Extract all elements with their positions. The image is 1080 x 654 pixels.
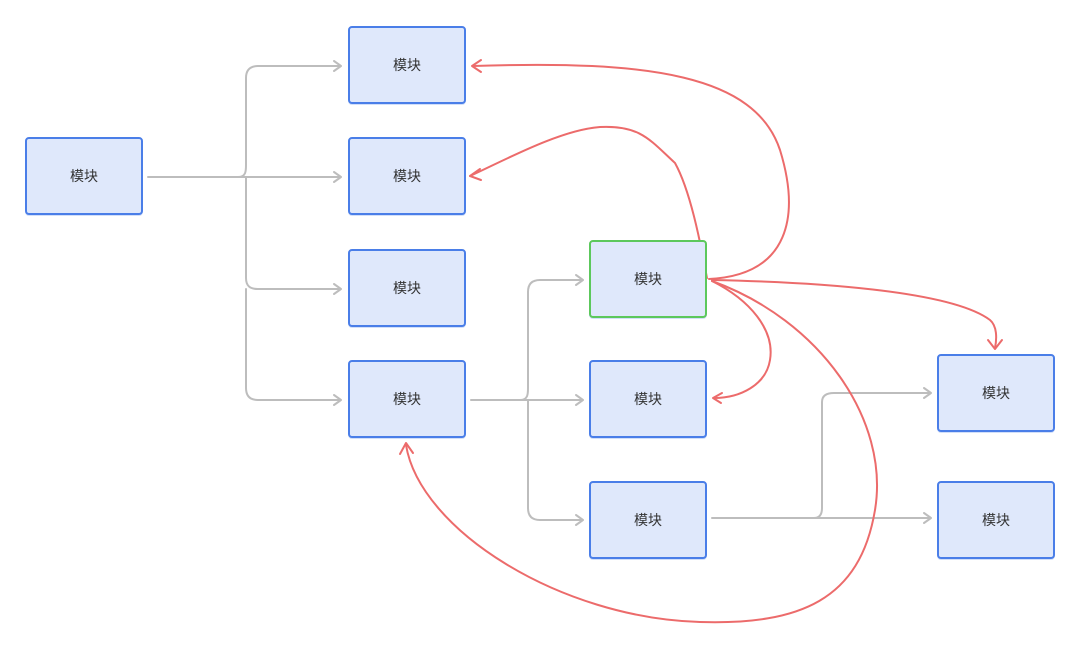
relation-c1-to-c2 (711, 280, 772, 399)
connector-root-to-b1 (237, 65, 341, 178)
arrowhead (712, 392, 723, 404)
arrowhead (471, 59, 482, 73)
connector-c3-to-d1 (813, 392, 931, 519)
node-label: 模块 (393, 392, 421, 408)
arrowhead (923, 387, 932, 399)
node-b2[interactable]: 模块 (348, 137, 466, 215)
node-label: 模块 (393, 281, 421, 297)
relation-c1-to-b4 (405, 280, 878, 624)
node-label: 模块 (634, 392, 662, 408)
node-b3[interactable]: 模块 (348, 249, 466, 327)
connector-b4-to-c1 (519, 279, 583, 401)
connector-root-to-b4 (245, 288, 341, 401)
arrowhead (575, 514, 584, 526)
arrowhead (575, 274, 584, 286)
arrowhead (333, 60, 342, 72)
relation-c1-to-b1 (472, 63, 790, 280)
connector-root-to-b3 (245, 176, 341, 290)
node-label: 模块 (70, 169, 98, 185)
arrowhead (923, 512, 932, 524)
node-label: 模块 (634, 513, 662, 529)
arrowhead (333, 283, 342, 295)
node-b4[interactable]: 模块 (348, 360, 466, 438)
node-c1-selected[interactable]: 模块 (589, 240, 707, 318)
node-d2[interactable]: 模块 (937, 481, 1055, 559)
node-label: 模块 (634, 272, 662, 288)
arrowhead (469, 168, 482, 181)
node-c2[interactable]: 模块 (589, 360, 707, 438)
connector-b4-to-c3 (527, 399, 583, 521)
node-root[interactable]: 模块 (25, 137, 143, 215)
node-label: 模块 (982, 513, 1010, 529)
node-label: 模块 (393, 58, 421, 74)
arrowhead (333, 171, 342, 183)
arrowhead (333, 394, 342, 406)
node-label: 模块 (393, 169, 421, 185)
arrowhead (399, 442, 414, 455)
arrowhead (575, 394, 584, 406)
relation-c1-to-b2 (469, 125, 708, 279)
node-b1[interactable]: 模块 (348, 26, 466, 104)
node-d1[interactable]: 模块 (937, 354, 1055, 432)
node-c3[interactable]: 模块 (589, 481, 707, 559)
arrowhead (987, 339, 1003, 350)
relation-c1-to-d1 (711, 279, 998, 349)
node-label: 模块 (982, 386, 1010, 402)
